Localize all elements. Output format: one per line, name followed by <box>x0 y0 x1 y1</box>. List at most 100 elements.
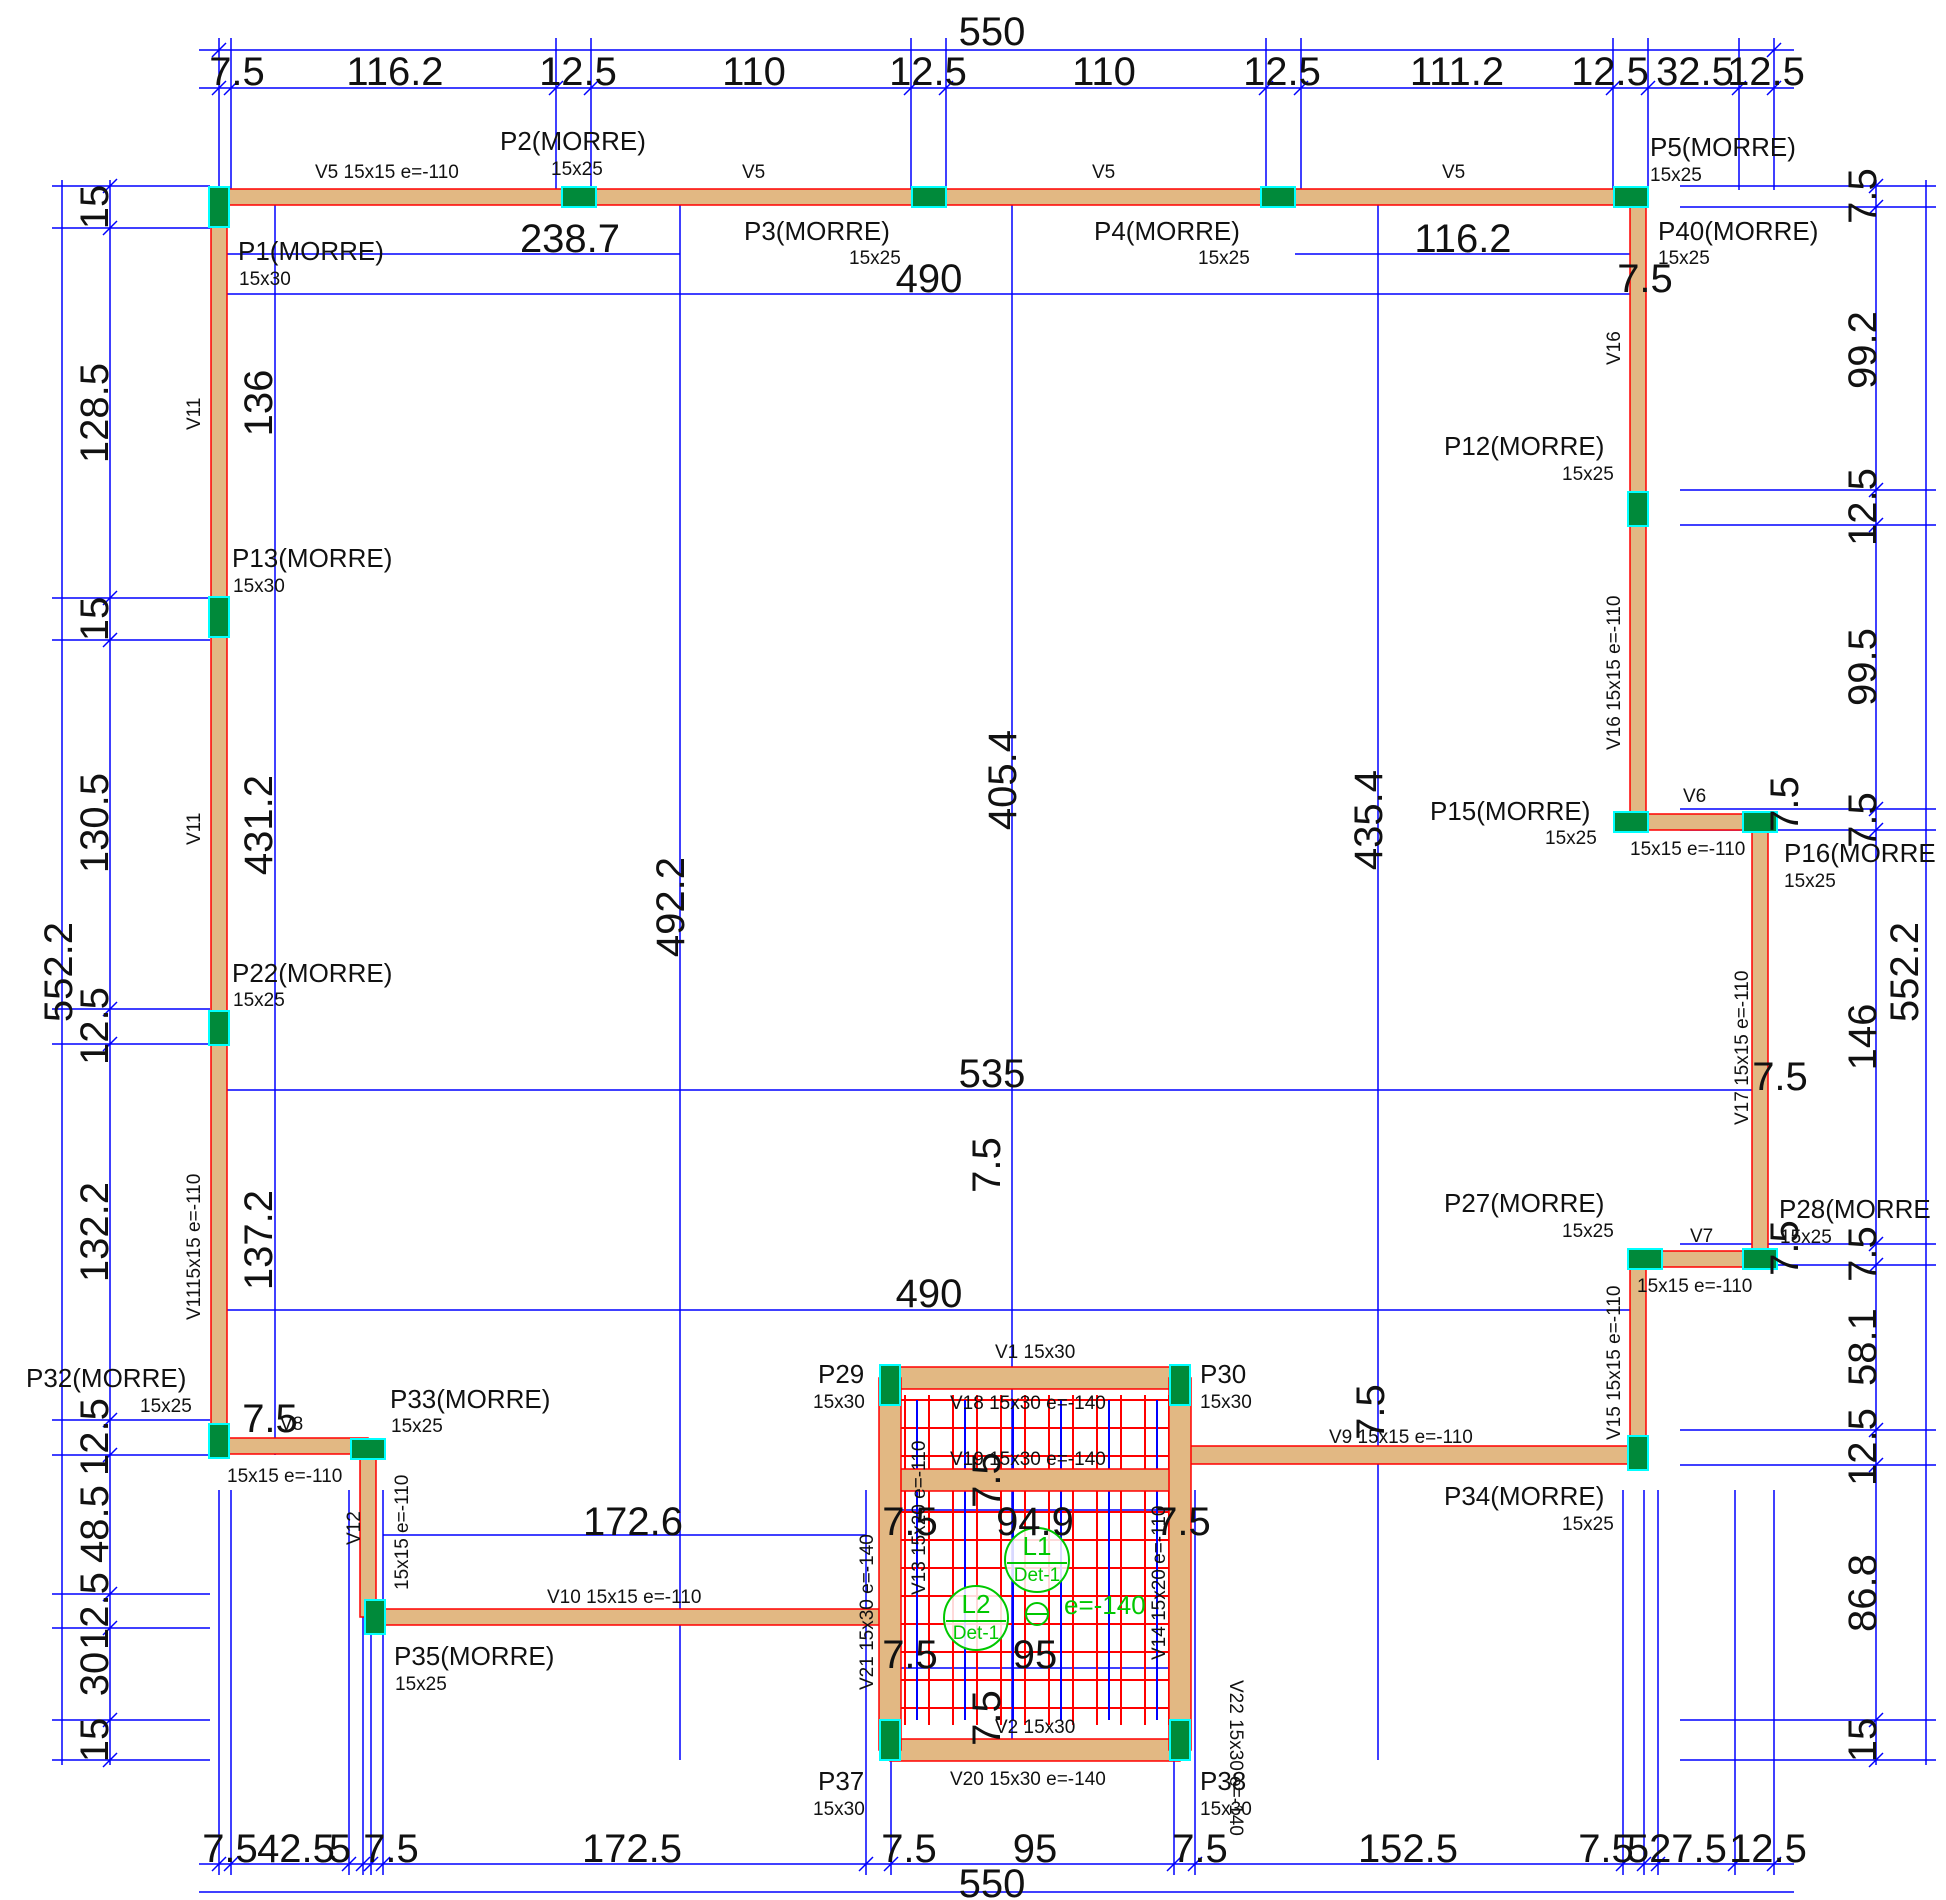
beam-label: V5 <box>742 162 765 183</box>
dim-top-overall: 550 <box>959 10 1026 54</box>
dimension-tick <box>211 80 227 96</box>
column-marker <box>208 1423 230 1459</box>
dim-inner: 7.5 <box>1617 257 1673 301</box>
column-label: P33(MORRE) <box>390 1384 550 1414</box>
column-label: P5(MORRE) <box>1650 132 1796 162</box>
dim-left-segment: 15 <box>73 597 117 642</box>
column-size: 15x30 <box>239 269 291 290</box>
dimension-tick <box>1868 1457 1884 1473</box>
column-size: 15x30 <box>813 1392 865 1413</box>
column-label: P37 <box>818 1766 864 1796</box>
column-label: P15(MORRE) <box>1430 796 1590 826</box>
dimension-tick <box>1731 80 1747 96</box>
dimension-tick <box>1605 80 1621 96</box>
column-marker <box>208 596 230 638</box>
beam-label: V12 <box>344 1511 365 1545</box>
dim-bottom-segment: 5 <box>329 1827 351 1871</box>
dimension-tick <box>102 1412 118 1428</box>
dimension-tick <box>548 80 564 96</box>
dimension-tick <box>102 1712 118 1728</box>
dimension-tick <box>1258 80 1274 96</box>
column-size: 15x25 <box>233 990 285 1011</box>
column-marker <box>1742 811 1778 833</box>
dim-inner: 116.2 <box>1414 217 1511 261</box>
dim-right-overall: 552.2 <box>1883 922 1927 1022</box>
column-marker <box>1627 1435 1649 1471</box>
column-marker <box>1169 1364 1191 1406</box>
dimension-tick <box>1868 1422 1884 1438</box>
slab-marker <box>1004 1527 1070 1593</box>
dim-inner: 490 <box>896 1272 963 1316</box>
dimension-tick <box>1166 1856 1182 1872</box>
dimension-lines <box>52 38 1936 1893</box>
dim-right-segment: 15 <box>1841 1718 1885 1763</box>
column-label: P16(MORRE <box>1784 838 1936 868</box>
dim-right-segment: 146 <box>1841 1004 1885 1071</box>
column-label: P12(MORRE) <box>1444 431 1604 461</box>
dim-bottom-segment: 7.5 <box>1578 1827 1634 1871</box>
column-size: 15x30 <box>813 1799 865 1820</box>
beam <box>210 196 228 1441</box>
column-marker <box>1260 186 1296 208</box>
dim-top-segment: 12.5 <box>1727 50 1805 94</box>
column-marker <box>1627 491 1649 527</box>
dimension-tick <box>102 1620 118 1636</box>
dimension-tick <box>583 80 599 96</box>
beam <box>367 1608 891 1626</box>
beam-label: 15x15 e=-110 <box>1637 1276 1752 1297</box>
dim-inner: 492.2 <box>649 857 693 957</box>
dimension-tick <box>1868 1236 1884 1252</box>
beam <box>889 1366 1181 1390</box>
dimension-tick <box>1636 1856 1652 1872</box>
dimension-tick <box>102 178 118 194</box>
dim-inner: 95 <box>1013 1633 1058 1677</box>
beam <box>1751 821 1769 1260</box>
beam-label: V5 <box>1092 162 1115 183</box>
dimension-tick <box>223 1856 239 1872</box>
beam-label: V10 15x15 e=-110 <box>547 1587 701 1608</box>
beam-label: V20 15x30 e=-140 <box>950 1769 1106 1790</box>
column-size: 15x25 <box>1780 1227 1832 1248</box>
slab-id: L1 <box>1023 1531 1052 1561</box>
dimension-tick <box>883 1856 899 1872</box>
dimension-tick <box>355 1856 371 1872</box>
dim-left-segment: 30 <box>73 1652 117 1697</box>
dim-left-segment: 48.5 <box>73 1485 117 1563</box>
dimension-tick <box>102 1036 118 1052</box>
beam-label: V5 <box>1442 162 1465 183</box>
column-label: P13(MORRE) <box>232 543 392 573</box>
beam-label: V14 15x20 e=-110 <box>1149 1506 1170 1660</box>
dim-right-segment: 7.5 <box>1841 168 1885 224</box>
beam <box>1629 813 1761 831</box>
dim-top-segment: 12.5 <box>1243 50 1321 94</box>
dimension-tick <box>1766 1856 1782 1872</box>
column-label: P27(MORRE) <box>1444 1188 1604 1218</box>
beam-label: 15x15 e=-110 <box>392 1475 413 1590</box>
dim-inner: 238.7 <box>520 217 620 261</box>
dim-left-overall: 552.2 <box>37 922 81 1022</box>
dim-right-segment: 7.5 <box>1841 792 1885 848</box>
beam-label: V11 <box>184 398 205 430</box>
beam-label: V5 15x15 e=-110 <box>315 162 459 183</box>
beam-label: V9 15x15 e=-110 <box>1329 1427 1473 1448</box>
dim-left-segment: 12.5 <box>73 1572 117 1650</box>
column-size: 15x25 <box>395 1674 447 1695</box>
dim-bottom-segment: 152.5 <box>1358 1827 1458 1871</box>
column-size: 15x25 <box>140 1396 192 1417</box>
column-size: 15x25 <box>391 1416 443 1437</box>
column-size: 15x25 <box>1658 248 1710 269</box>
dim-top-segment: 110 <box>1072 50 1136 94</box>
column-label: P40(MORRE) <box>1658 216 1818 246</box>
dim-inner: 7.5 <box>882 1500 938 1544</box>
dim-inner: 7.5 <box>1752 1055 1808 1099</box>
beam <box>889 1468 1181 1492</box>
dimension-tick <box>211 42 227 58</box>
column-marker <box>1613 186 1649 208</box>
column-marker <box>1627 1248 1663 1270</box>
dim-top-segment: 7.5 <box>209 50 265 94</box>
beam-label: V19 15x30 e=-140 <box>950 1449 1106 1470</box>
slab-detail: Det-1 <box>953 1623 999 1644</box>
dimension-tick <box>1868 517 1884 533</box>
column-label: P32(MORRE) <box>26 1363 186 1393</box>
